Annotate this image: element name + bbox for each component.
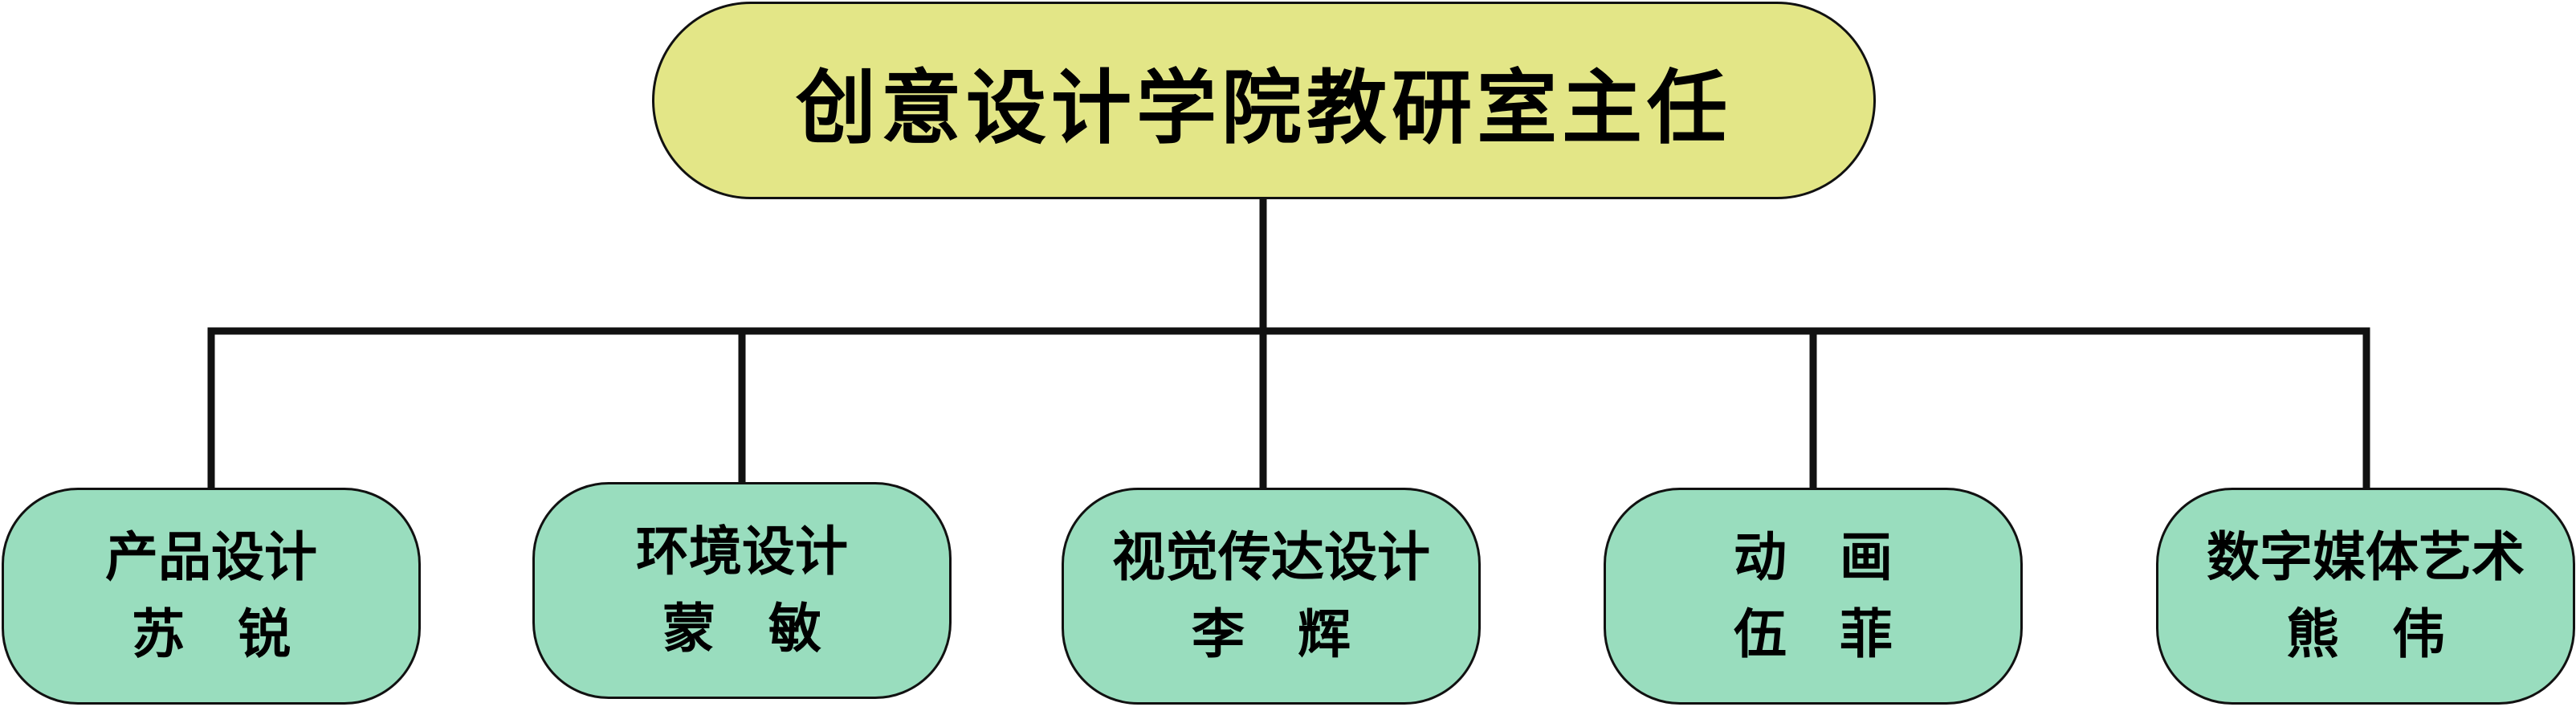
root-node: 创意设计学院教研室主任 bbox=[652, 2, 1876, 199]
child-node-visual-communication: 视觉传达设计 李 辉 bbox=[1062, 488, 1481, 705]
child-node-environment-design: 环境设计 蒙 敏 bbox=[532, 482, 952, 699]
child-node-product-design: 产品设计 苏 锐 bbox=[2, 488, 421, 705]
dept-label: 动 画 bbox=[1734, 526, 1893, 588]
dept-label: 数字媒体艺术 bbox=[2207, 526, 2525, 588]
child-node-digital-media-art: 数字媒体艺术 熊 伟 bbox=[2156, 488, 2575, 705]
dept-label: 产品设计 bbox=[105, 526, 317, 588]
root-label: 创意设计学院教研室主任 bbox=[796, 60, 1732, 155]
child-node-animation: 动 画 伍 菲 bbox=[1604, 488, 2023, 705]
dept-label: 环境设计 bbox=[636, 521, 848, 582]
person-name: 熊 伟 bbox=[2286, 603, 2445, 665]
dept-label: 视觉传达设计 bbox=[1112, 526, 1430, 588]
person-name: 伍 菲 bbox=[1734, 603, 1893, 665]
person-name: 苏 锐 bbox=[132, 603, 291, 665]
person-name: 李 辉 bbox=[1192, 603, 1351, 665]
person-name: 蒙 敏 bbox=[662, 598, 821, 660]
